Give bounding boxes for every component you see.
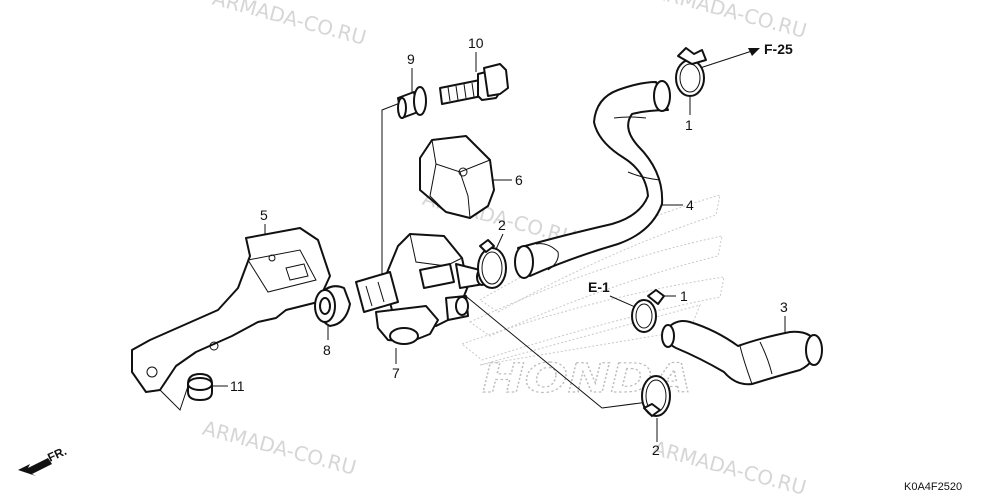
front-arrow-label: FR. [45, 444, 68, 465]
watermark-text: ARMADA-CO.RU [210, 0, 369, 50]
watermark-text: ARMADA-CO.RU [200, 416, 359, 480]
callout-labels: 10 9 6 5 2 1 4 1 3 8 7 11 2 [230, 35, 788, 458]
watermark-text: ARMADA-CO.RU [651, 0, 810, 43]
diagram-code: K0A4F2520 [904, 481, 962, 493]
callout-9: 9 [407, 51, 415, 67]
callout-10: 10 [468, 35, 484, 51]
callout-2-upper: 2 [498, 217, 506, 233]
part-1-clip-upper [675, 47, 707, 97]
part-10-bolt [439, 63, 509, 105]
callout-2-lower: 2 [652, 442, 660, 458]
callout-5: 5 [260, 207, 268, 223]
watermark-text: ARMADA-CO.RU [650, 436, 809, 500]
part-6-cover [419, 135, 495, 219]
part-5-bracket [131, 227, 331, 393]
callout-8: 8 [323, 342, 331, 358]
front-direction-arrow-icon [18, 458, 52, 476]
part-3-hose [661, 320, 823, 386]
part-4-hose [514, 80, 671, 279]
callout-1-lower: 1 [680, 288, 688, 304]
part-9-collar [397, 86, 427, 119]
callout-1-upper: 1 [685, 117, 693, 133]
part-1-clip-lower [631, 289, 665, 333]
callout-6: 6 [515, 172, 523, 188]
reference-f25: F-25 [764, 41, 793, 57]
reference-e1: E-1 [588, 279, 610, 295]
callout-7: 7 [392, 365, 400, 381]
part-7-valve [355, 233, 488, 345]
callout-4: 4 [686, 197, 694, 213]
part-11-bolt [187, 373, 213, 401]
leader-lines [154, 48, 786, 442]
part-8-grommet [314, 285, 351, 327]
part-2-clamp-lower [641, 375, 671, 417]
callout-3: 3 [780, 299, 788, 315]
callout-11: 11 [230, 378, 245, 394]
part-2-clamp-upper [477, 239, 507, 289]
